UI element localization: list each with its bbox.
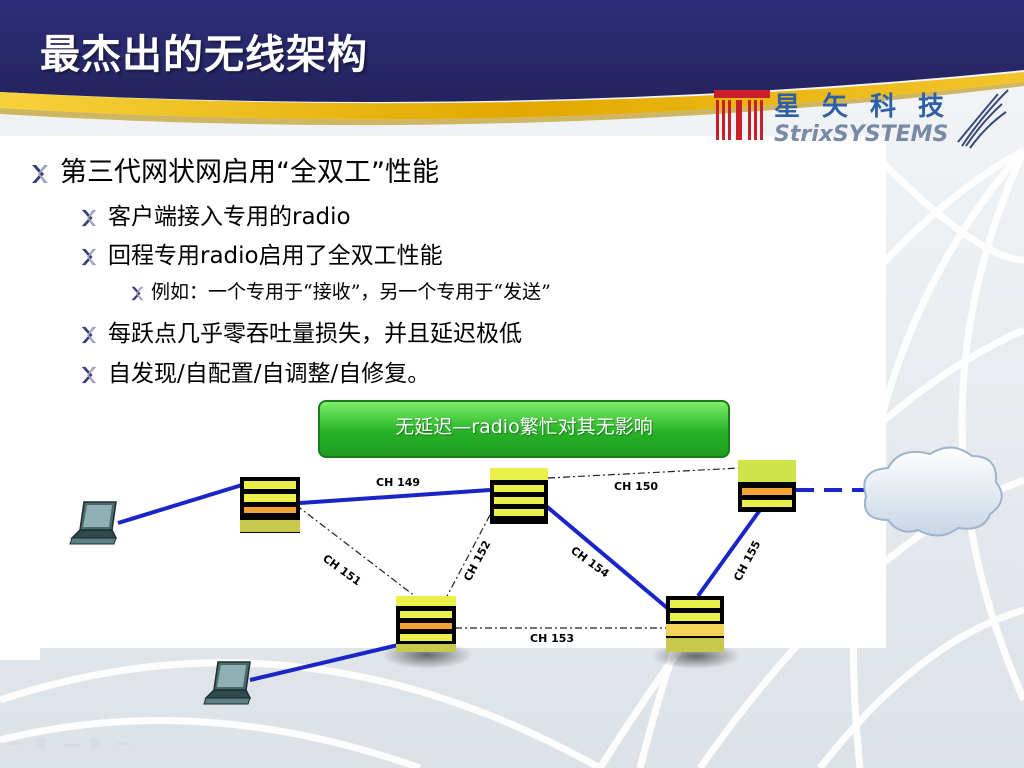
laptop-icon — [203, 661, 252, 705]
mesh-node — [666, 596, 724, 652]
bullet-level2: 每跃点几乎零吞吐量损失，并且延迟极低 — [80, 314, 522, 348]
callout-box: 无延迟—radio繁忙对其无影响 — [318, 400, 730, 458]
mesh-node — [738, 460, 796, 512]
logo-feather-icon — [957, 89, 1009, 149]
mesh-node — [490, 468, 548, 524]
link-ch152 — [444, 514, 491, 601]
link-ch149 — [299, 488, 491, 505]
mesh-node — [240, 477, 300, 533]
logo-english-text: StrixSYSTEMS — [774, 122, 949, 147]
bullet-text: 例如：一个专用于“接收”，另一个专用于“发送” — [151, 281, 551, 303]
bullet-marker-icon — [32, 164, 48, 183]
logo-chinese-text: 星矢科技 — [774, 92, 967, 122]
link-client2 — [249, 643, 399, 682]
label-ch151: CH 151 — [320, 552, 363, 588]
bullet-marker-icon — [81, 366, 97, 383]
mesh-node — [396, 596, 456, 652]
label-ch149: CH 149 — [376, 476, 420, 489]
cloud-icon — [863, 446, 1003, 537]
bullet-level1: 第三代网状网启用“全双工”性能 — [30, 150, 439, 189]
bullet-level2: 自发现/自配置/自调整/自修复。 — [80, 354, 430, 388]
bullet-level2: 回程专用radio启用了全双工性能 — [80, 236, 443, 270]
decorative-glyphs — [8, 738, 130, 748]
laptop-icon — [69, 501, 118, 545]
link-ch150 — [547, 467, 741, 479]
bullet-level3: 例如：一个专用于“接收”，另一个专用于“发送” — [130, 277, 551, 304]
bullet-text: 自发现/自配置/自调整/自修复。 — [108, 361, 431, 387]
bullet-text: 客户端接入专用的radio — [108, 204, 351, 230]
bullet-text: 每跃点几乎零吞吐量损失，并且延迟极低 — [108, 321, 522, 347]
bullet-marker-icon — [81, 209, 97, 226]
link-ch155 — [696, 508, 762, 598]
bullet-marker-icon — [81, 326, 97, 343]
bullet-marker-icon — [81, 248, 97, 265]
bullet-level2: 客户端接入专用的radio — [80, 197, 351, 231]
link-ch154 — [543, 503, 674, 614]
bullet-text: 回程专用radio启用了全双工性能 — [108, 243, 443, 269]
bullet-marker-icon — [131, 286, 144, 300]
bullet-text: 第三代网状网启用“全双工”性能 — [60, 157, 439, 188]
logo-mark-icon — [714, 90, 770, 140]
link-ch151 — [295, 504, 421, 601]
strix-logo: 星矢科技 StrixSYSTEMS — [712, 86, 1012, 152]
link-client1 — [117, 483, 243, 525]
slide-title: 最杰出的无线架构 — [40, 32, 368, 78]
label-ch150: CH 150 — [614, 480, 658, 493]
label-ch154: CH 154 — [568, 544, 612, 581]
label-ch153: CH 153 — [530, 632, 574, 645]
